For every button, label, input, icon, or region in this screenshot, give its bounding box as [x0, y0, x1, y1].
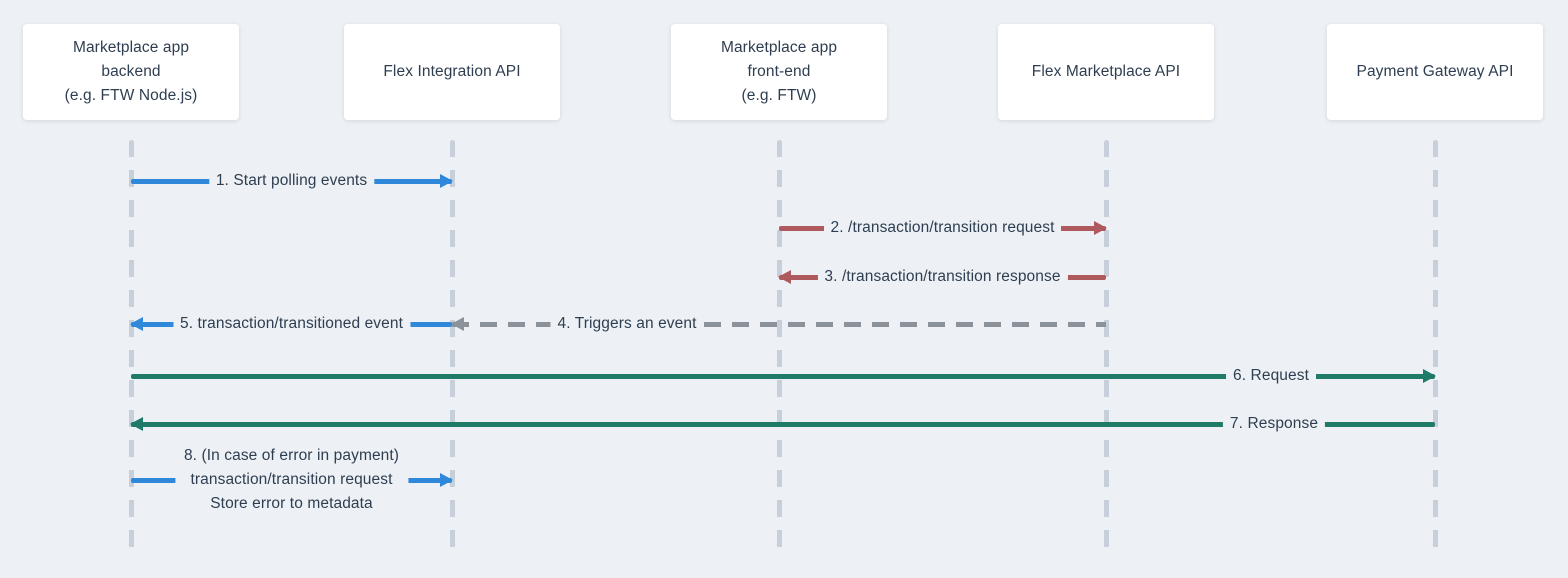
participant-marketplace-app-backend: Marketplace app backend (e.g. FTW Node.j…: [23, 24, 239, 120]
participant-flex-integration-api: Flex Integration API: [344, 24, 560, 120]
message-line: [131, 422, 1435, 427]
arrowhead-right-icon: [1094, 221, 1107, 235]
arrowhead-right-icon: [440, 473, 453, 487]
lifeline-flex-marketplace-api: [1104, 140, 1109, 552]
participant-label: Marketplace app backend (e.g. FTW Node.j…: [64, 39, 198, 104]
arrowhead-right-icon: [440, 174, 453, 188]
arrowhead-left-icon: [778, 270, 791, 284]
arrowhead-left-icon: [130, 317, 143, 331]
participant-label: Payment Gateway API: [1356, 63, 1514, 80]
participant-payment-gateway-api: Payment Gateway API: [1327, 24, 1543, 120]
arrowhead-left-icon: [451, 317, 464, 331]
message-line-dashed: [452, 322, 1106, 327]
message-line: [131, 374, 1435, 379]
participant-marketplace-app-frontend: Marketplace app front-end (e.g. FTW): [671, 24, 887, 120]
arrowhead-right-icon: [1423, 369, 1436, 383]
participant-label: Flex Integration API: [383, 63, 521, 80]
message-label: 5. transaction/transitioned event: [172, 313, 411, 335]
message-label: 4. Triggers an event: [550, 313, 704, 335]
participant-flex-marketplace-api: Flex Marketplace API: [998, 24, 1214, 120]
lifeline-marketplace-app-backend: [129, 140, 134, 552]
message-label: 7. Response: [1222, 413, 1326, 435]
arrowhead-left-icon: [130, 417, 143, 431]
lifeline-payment-gateway-api: [1433, 140, 1438, 552]
message-label: 6. Request: [1226, 365, 1316, 387]
message-label: 1. Start polling events: [208, 170, 375, 192]
lifeline-flex-integration-api: [450, 140, 455, 552]
message-label: 8. (In case of error in payment) transac…: [174, 444, 409, 516]
lifeline-marketplace-app-frontend: [777, 140, 782, 552]
message-label: 3. /transaction/transition response: [817, 266, 1068, 288]
participant-label: Flex Marketplace API: [1031, 63, 1181, 80]
participant-label: Marketplace app front-end (e.g. FTW): [720, 39, 838, 104]
message-label: 2. /transaction/transition request: [823, 217, 1062, 239]
